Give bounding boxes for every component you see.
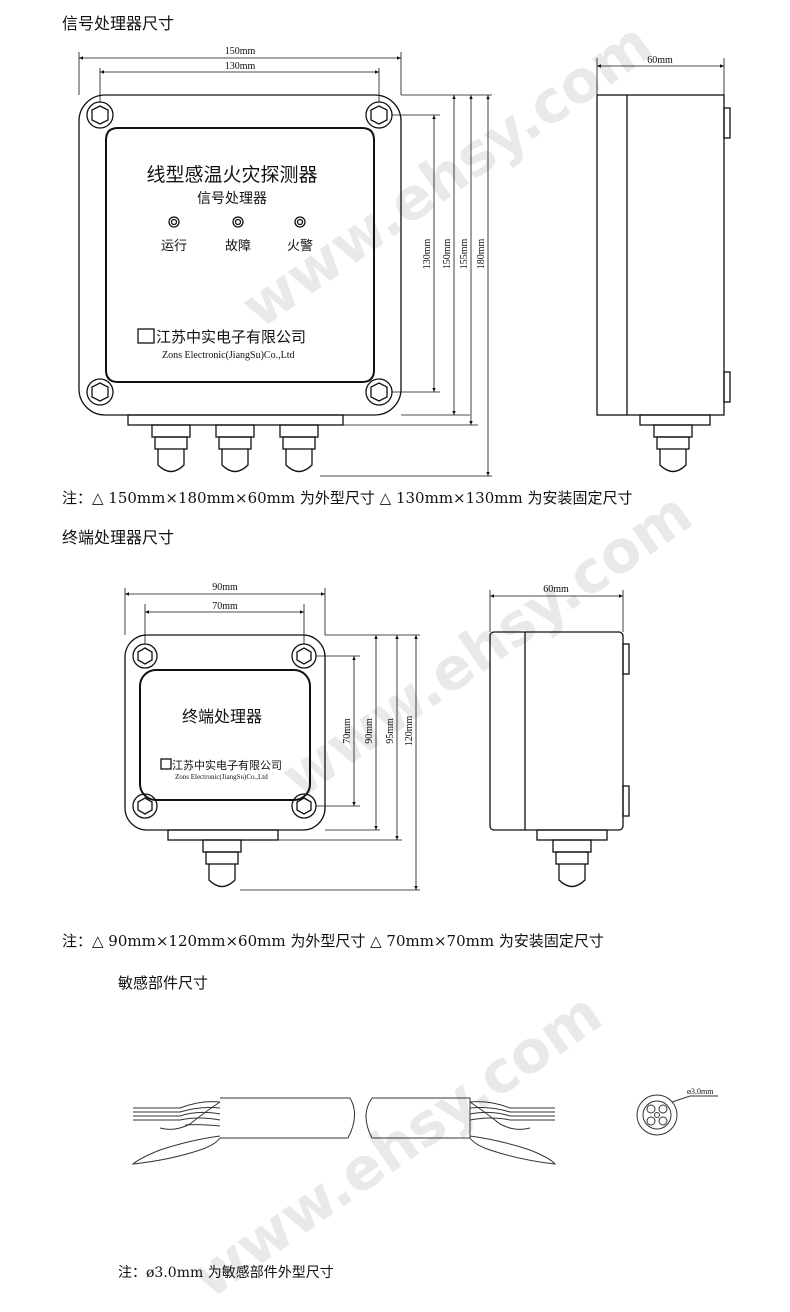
dim-180mm-height: 180mm <box>476 239 487 270</box>
dim-70mm-height: 70mm <box>342 718 353 744</box>
section2-title: 终端处理器尺寸 <box>62 528 175 547</box>
dim-60mm-depth: 60mm <box>647 55 673 66</box>
sensing-cable <box>131 1097 557 1165</box>
bolt-icon <box>132 793 158 819</box>
section1-note: 注：△ 150mm×180mm×60mm 为外型尺寸 △ 130mm×130mm… <box>62 489 633 507</box>
dim-90mm-height: 90mm <box>364 718 375 744</box>
company-en: Zons Electronic(JiangSu)Co.,Ltd <box>162 350 294 361</box>
terminal-panel-title: 终端处理器 <box>182 707 262 726</box>
logo-square <box>160 758 172 770</box>
dim-90mm-width: 90mm <box>212 582 238 593</box>
bolt-icon <box>291 643 317 669</box>
bolt-icon <box>365 101 393 129</box>
led-label-fire: 火警 <box>287 238 313 254</box>
terminal-company-en: Zons Electronic(JiangSu)Co.,Ltd <box>175 773 268 781</box>
led-icon <box>168 216 180 228</box>
dim-diameter: ø3.0mm <box>687 1087 714 1096</box>
company-cn: 江苏中实电子有限公司 <box>156 328 306 346</box>
logo-square <box>137 328 155 344</box>
cable-gland-icon <box>279 424 319 473</box>
cable-gland-icon <box>151 424 191 473</box>
panel-title: 线型感温火灾探测器 <box>146 164 317 186</box>
dim-70mm-width: 70mm <box>212 601 238 612</box>
terminal-processor-front <box>124 634 326 888</box>
signal-processor-front <box>78 94 402 473</box>
section1-title: 信号处理器尺寸 <box>62 14 175 33</box>
svg-text:www.ehsy.com: www.ehsy.com <box>269 478 704 811</box>
bolt-icon <box>86 378 114 406</box>
section2-note: 注：△ 90mm×120mm×60mm 为外型尺寸 △ 70mm×70mm 为安… <box>62 932 604 950</box>
bolt-icon <box>365 378 393 406</box>
led-label-run: 运行 <box>161 239 187 254</box>
section3-title: 敏感部件尺寸 <box>118 974 209 992</box>
dim-130mm-width: 130mm <box>225 61 256 72</box>
section3-note: 注：ø3.0mm 为敏感部件外型尺寸 <box>118 1265 334 1281</box>
bolt-icon <box>86 101 114 129</box>
dim-155mm-height: 155mm <box>459 239 470 270</box>
dim-150mm-width: 150mm <box>225 46 256 57</box>
cable-gland-icon <box>215 424 255 473</box>
bolt-icon <box>132 643 158 669</box>
terminal-company-cn: 江苏中实电子有限公司 <box>172 758 282 772</box>
led-icon <box>232 216 244 228</box>
led-label-fault: 故障 <box>225 239 251 254</box>
cable-gland-icon <box>202 839 242 888</box>
cable-cross-section-icon <box>636 1094 718 1136</box>
cable-gland-icon <box>653 424 693 473</box>
signal-processor-side <box>596 94 731 473</box>
cable-gland-icon <box>552 839 592 888</box>
dim-60mm-depth-2: 60mm <box>543 584 569 595</box>
dim-120mm-height: 120mm <box>404 716 415 747</box>
dim-150mm-height: 150mm <box>442 239 453 270</box>
terminal-processor-side <box>489 631 630 888</box>
dim-130mm-height: 130mm <box>422 239 433 270</box>
dim-95mm-height: 95mm <box>385 718 396 744</box>
panel-subtitle: 信号处理器 <box>197 191 267 207</box>
led-icon <box>294 216 306 228</box>
